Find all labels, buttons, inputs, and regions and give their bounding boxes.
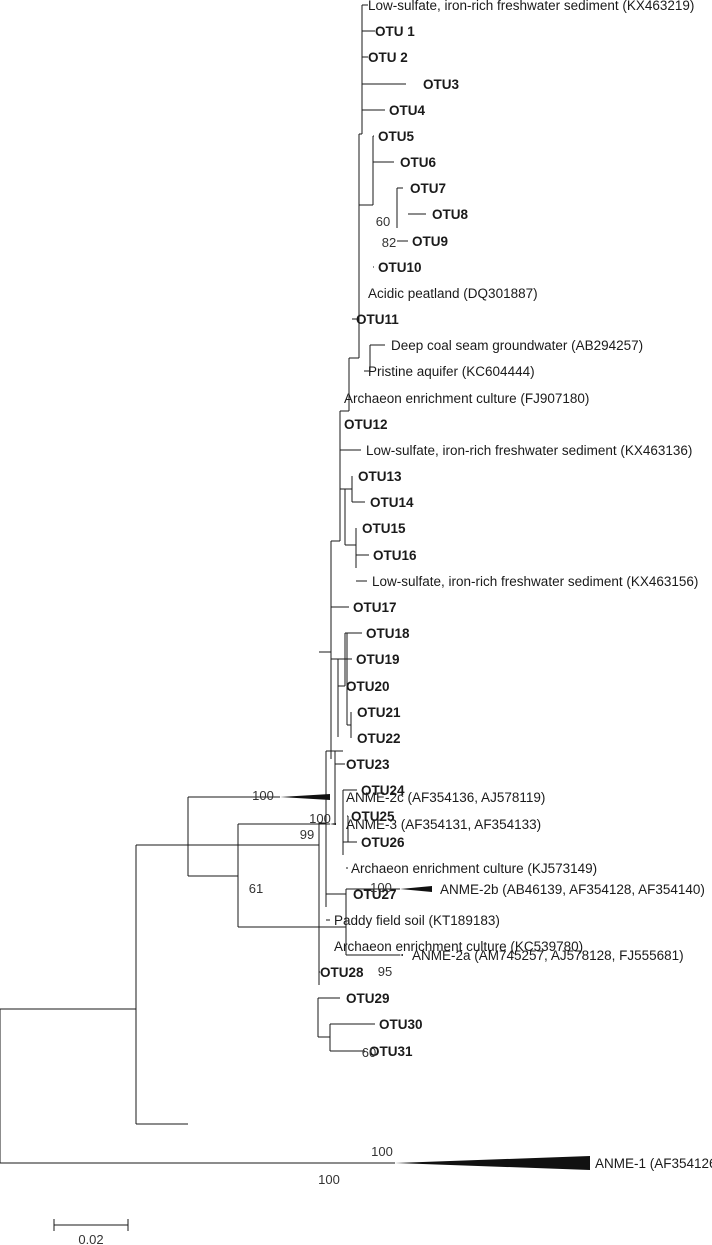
taxon-label-otu6: OTU6	[400, 155, 436, 170]
taxon-label-otu10: OTU10	[378, 260, 422, 275]
taxon-label-otu25: OTU25	[351, 809, 395, 824]
taxon-label-otu27: OTU27	[353, 887, 397, 902]
bootstrap-otu8-9: 82	[382, 235, 396, 250]
taxon-label-anme2a: ANME-2a (AM745257, AJ578128, FJ555681)	[412, 948, 684, 963]
taxon-label-otu23: OTU23	[346, 757, 390, 772]
collapsed-clade-anme2b	[400, 886, 432, 892]
taxon-label-DQ301887: Acidic peatland (DQ301887)	[368, 286, 538, 301]
scale-bar: 0.02	[53, 1219, 129, 1245]
taxon-label-otu20: OTU20	[346, 679, 390, 694]
scale-bar-label: 0.02	[78, 1232, 103, 1245]
taxon-label-otu29: OTU29	[346, 991, 390, 1006]
bootstrap-anme2c: 100	[252, 788, 274, 803]
collapsed-clades	[280, 794, 590, 1170]
taxon-label-KX463156: Low-sulfate, iron-rich freshwater sedime…	[372, 574, 698, 589]
taxon-labels: ANME-2c (AF354136, AJ578119) ANME-3 (AF35…	[320, 0, 712, 1171]
taxon-label-KC539780: Archaeon enrichment culture (KC539780)	[334, 939, 583, 954]
bootstrap-main-clade: 99	[300, 827, 314, 842]
taxon-label-anme2b: ANME-2b (AB46139, AF354128, AF354140)	[440, 882, 705, 897]
taxon-label-otu5: OTU5	[378, 129, 414, 144]
taxon-label-KJ573149: Archaeon enrichment culture (KJ573149)	[351, 861, 597, 876]
taxon-label-otu9: OTU9	[412, 234, 448, 249]
taxon-label-otu12: OTU12	[344, 417, 388, 432]
taxon-label-otu4: OTU4	[389, 103, 425, 118]
taxon-label-otu28: OTU28	[320, 965, 364, 980]
bootstrap-values: 60 82 99 60 100 100 61 100 95 100 100	[249, 214, 396, 1187]
taxon-label-otu8: OTU8	[432, 207, 468, 222]
taxon-label-KX463219: Low-sulfate, iron-rich freshwater sedime…	[368, 0, 694, 13]
taxon-label-otu24: OTU24	[361, 783, 405, 798]
taxon-label-otu17: OTU17	[353, 600, 397, 615]
taxon-label-otu16: OTU16	[373, 548, 417, 563]
taxon-label-otu18: OTU18	[366, 626, 410, 641]
taxon-label-otu13: OTU13	[358, 469, 402, 484]
taxon-label-FJ907180: Archaeon enrichment culture (FJ907180)	[344, 391, 589, 406]
taxon-label-otu30: OTU30	[379, 1017, 423, 1032]
taxon-label-otu3: OTU3	[423, 77, 459, 92]
taxon-label-otu14: OTU14	[370, 495, 414, 510]
bootstrap-anme2b: 100	[370, 880, 392, 895]
bootstrap-anme1-lower: 100	[318, 1172, 340, 1187]
taxon-label-KC604444: Pristine aquifer (KC604444)	[368, 364, 535, 379]
taxon-label-otu31: OTU31	[369, 1044, 413, 1059]
taxon-label-anme2c: ANME-2c (AF354136, AJ578119)	[346, 790, 545, 805]
taxon-label-otu11: OTU11	[356, 312, 399, 327]
collapsed-clade-anme1	[395, 1156, 590, 1170]
bootstrap-anme1-upper: 100	[371, 1144, 393, 1159]
bootstrap-otu30-31: 60	[362, 1045, 376, 1060]
taxon-label-KT189183: Paddy field soil (KT189183)	[334, 913, 500, 928]
taxon-label-otu7: OTU7	[410, 181, 446, 196]
bootstrap-anme2ab: 95	[378, 964, 392, 979]
taxon-label-KX463136: Low-sulfate, iron-rich freshwater sedime…	[366, 443, 692, 458]
taxon-label-otu26: OTU26	[361, 835, 405, 850]
taxon-label-AB294257: Deep coal seam groundwater (AB294257)	[391, 338, 643, 353]
taxon-label-otu19: OTU19	[356, 652, 400, 667]
bootstrap-anme2-group: 61	[249, 881, 263, 896]
tree-branches	[0, 4, 426, 1164]
taxon-label-otu1: OTU 1	[375, 24, 415, 39]
taxon-label-anme1: ANME-1 (AF354126, AF419625, AJ578136)	[595, 1156, 712, 1171]
taxon-label-anme3: ANME-3 (AF354131, AF354133)	[346, 817, 541, 832]
collapsed-clade-anme3	[330, 823, 336, 825]
taxon-label-otu2: OTU 2	[368, 50, 408, 65]
bootstrap-anme3: 100	[309, 811, 331, 826]
collapsed-clade-anme2a	[400, 954, 403, 956]
taxon-label-otu22: OTU22	[357, 731, 401, 746]
bootstrap-otu7-8-9: 60	[376, 214, 390, 229]
taxon-label-otu15: OTU15	[362, 521, 406, 536]
collapsed-clade-anme2c	[280, 794, 330, 800]
taxon-label-otu21: OTU21	[357, 705, 401, 720]
